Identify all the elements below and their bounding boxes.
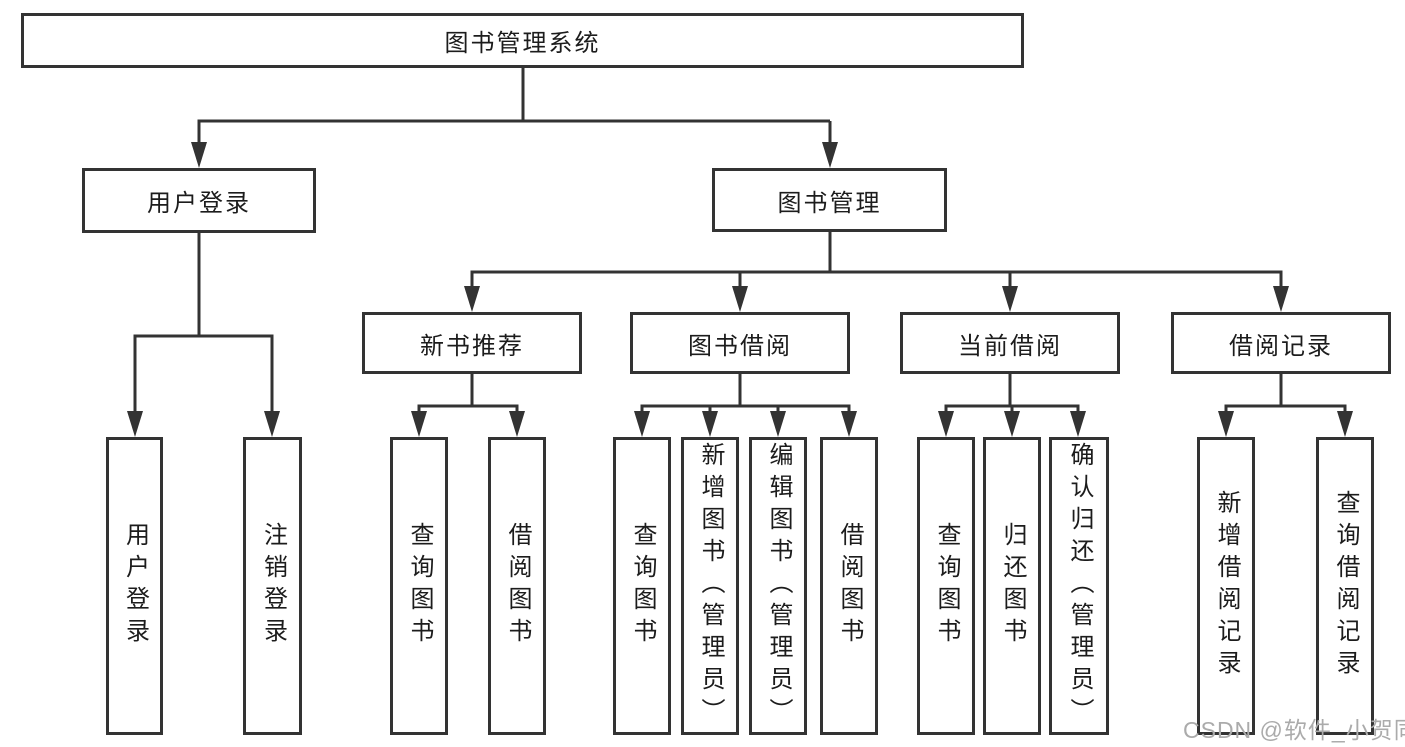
arrow-down-icon [464, 286, 480, 312]
node-book-management: 图书管理 [712, 168, 947, 232]
arrowheads [127, 142, 1353, 437]
leaf-confirm-return-admin: 确认归还（管理员） [1049, 437, 1109, 735]
leaf-edit-book-admin: 编辑图书（管理员） [749, 437, 807, 735]
arrow-down-icon [634, 411, 650, 437]
arrow-down-icon [191, 142, 207, 168]
leaf-query-books-recommend: 查询图书 [390, 437, 448, 735]
connector-new-book-to-leaves [417, 374, 519, 430]
leaf-query-borrow-record: 查询借阅记录 [1316, 437, 1374, 735]
node-label: 查询借阅记录 [1332, 490, 1359, 682]
node-label: 确认归还（管理员） [1066, 442, 1093, 730]
node-label: 查询图书 [406, 522, 433, 650]
arrow-down-icon [732, 286, 748, 312]
node-label: 新增图书（管理员） [697, 442, 724, 730]
arrow-down-icon [1273, 286, 1289, 312]
arrow-down-icon [1337, 411, 1353, 437]
arrow-down-icon [411, 411, 427, 437]
node-label: 图书管理系统 [444, 30, 601, 57]
arrow-down-icon [509, 411, 525, 437]
arrow-down-icon [822, 142, 838, 168]
connector-book-management-to-level3 [470, 232, 1283, 306]
node-label: 查询图书 [629, 522, 656, 650]
node-label: 借阅图书 [836, 522, 863, 650]
leaf-borrow-books: 借阅图书 [820, 437, 878, 735]
connector-user-login-to-leaves [133, 233, 274, 430]
leaf-logout: 注销登录 [243, 437, 302, 735]
leaf-query-books-current: 查询图书 [917, 437, 975, 735]
node-book-borrow: 图书借阅 [630, 312, 850, 374]
arrow-down-icon [264, 411, 280, 437]
connector-root-to-level2 [197, 68, 832, 162]
arrow-down-icon [1004, 411, 1020, 437]
node-library-management-system: 图书管理系统 [21, 13, 1024, 68]
node-label: 查询图书 [933, 522, 960, 650]
arrow-down-icon [1070, 411, 1086, 437]
node-label: 当前借阅 [958, 332, 1062, 360]
leaf-borrow-books-recommend: 借阅图书 [488, 437, 546, 735]
node-label: 用户登录 [147, 190, 251, 217]
node-new-book-recommend: 新书推荐 [362, 312, 582, 374]
arrow-down-icon [1218, 411, 1234, 437]
leaf-add-borrow-record: 新增借阅记录 [1197, 437, 1255, 735]
node-label: 图书管理 [777, 189, 882, 217]
node-label: 借阅图书 [504, 522, 531, 650]
arrow-down-icon [1002, 286, 1018, 312]
node-label: 图书借阅 [688, 332, 792, 360]
arrow-down-icon [841, 411, 857, 437]
node-label: 用户登录 [121, 522, 149, 650]
leaf-query-books-borrow: 查询图书 [613, 437, 671, 735]
leaf-user-login: 用户登录 [106, 437, 163, 735]
node-borrow-record: 借阅记录 [1171, 312, 1391, 374]
leaf-return-book: 归还图书 [983, 437, 1041, 735]
node-current-borrow: 当前借阅 [900, 312, 1120, 374]
node-label: 新书推荐 [420, 332, 524, 360]
node-label: 借阅记录 [1229, 332, 1333, 360]
node-label: 注销登录 [259, 522, 287, 650]
arrow-down-icon [938, 411, 954, 437]
connector-borrow-record-to-leaves [1224, 374, 1347, 430]
arrow-down-icon [127, 411, 143, 437]
connector-book-borrow-to-leaves [640, 374, 851, 430]
arrow-down-icon [702, 411, 718, 437]
node-user-login: 用户登录 [82, 168, 316, 233]
arrow-down-icon [770, 411, 786, 437]
node-label: 新增借阅记录 [1213, 490, 1240, 682]
node-label: 编辑图书（管理员） [765, 442, 792, 730]
leaf-add-book-admin: 新增图书（管理员） [681, 437, 739, 735]
csdn-watermark: CSDN @软件_小贺同学 [1183, 717, 1405, 743]
node-label: 归还图书 [999, 522, 1026, 650]
